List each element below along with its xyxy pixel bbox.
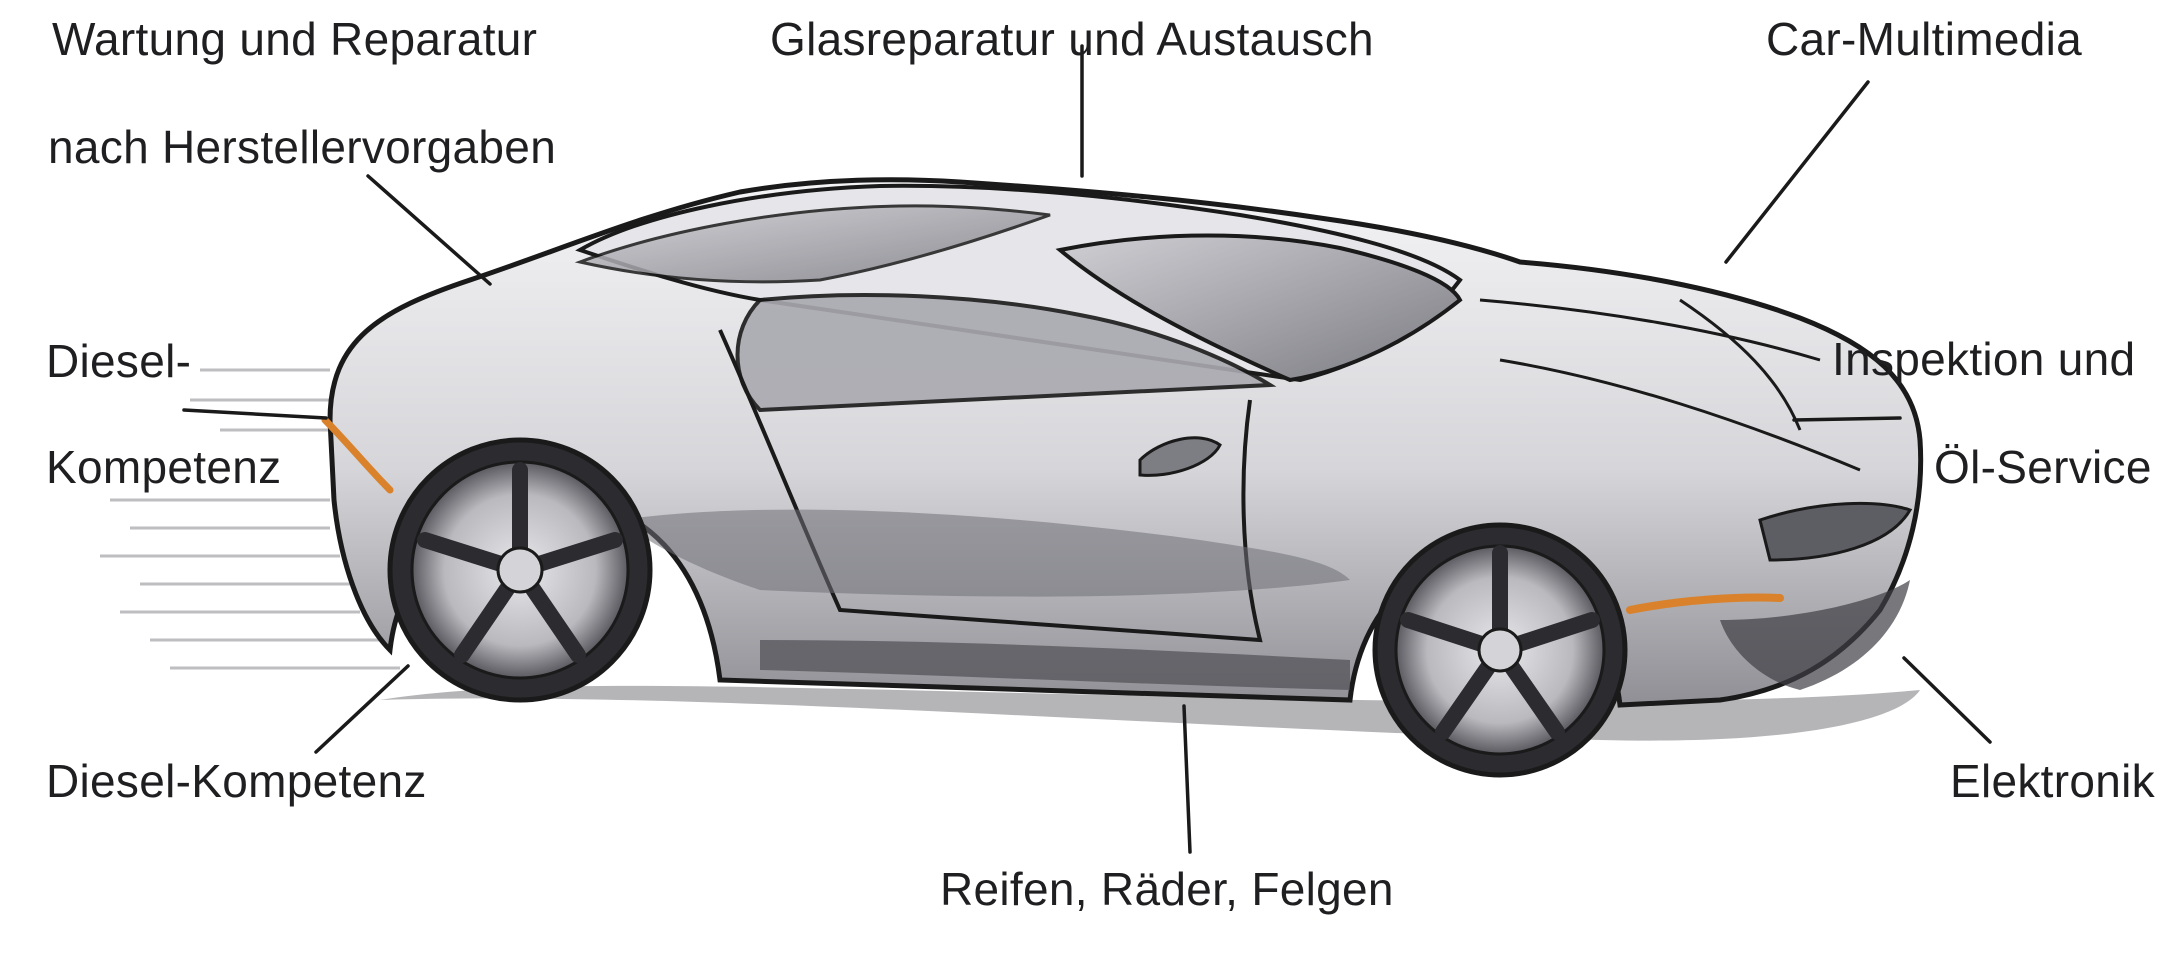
label-inspektion-line2: Öl-Service xyxy=(1934,441,2152,493)
label-wartung-line1: Wartung und Reparatur xyxy=(52,13,538,65)
label-diesel-line1: Diesel- xyxy=(46,335,192,387)
rear-window xyxy=(574,204,1051,284)
side-scallop xyxy=(620,509,1350,597)
label-car-multimedia: Car-Multimedia xyxy=(1766,13,2083,65)
label-elektronik: Elektronik xyxy=(1950,755,2155,807)
leader-diesel-top xyxy=(182,408,328,420)
hood-line xyxy=(1479,298,1861,472)
rear-wheel xyxy=(387,437,653,703)
rocker-panel xyxy=(760,640,1350,690)
front-wheel xyxy=(1372,522,1628,778)
label-glasreparatur: Glasreparatur und Austausch xyxy=(770,13,1374,65)
front-grille xyxy=(1720,580,1910,690)
label-diesel-line2: Kompetenz xyxy=(46,441,282,493)
rear-light xyxy=(321,416,394,494)
leader-reifen xyxy=(1182,704,1192,854)
label-diesel-kompetenz: Diesel-Kompetenz xyxy=(46,755,427,807)
door-outline xyxy=(718,329,1263,643)
leader-inspektion xyxy=(1792,416,1902,422)
motion-streaks xyxy=(100,368,400,670)
label-reifen-raeder-felgen: Reifen, Räder, Felgen xyxy=(940,863,1394,915)
headlight xyxy=(1758,501,1913,562)
label-inspektion-line1: Inspektion und xyxy=(1832,333,2136,385)
leader-lines xyxy=(182,44,1992,854)
windshield xyxy=(1055,233,1463,383)
door-handle xyxy=(1138,436,1222,477)
leader-diesel-bottom xyxy=(314,664,410,754)
leader-elektronik xyxy=(1902,656,1992,744)
leader-wartung xyxy=(366,174,492,286)
label-wartung-line2: nach Herstellervorgaben xyxy=(48,121,557,173)
leader-multimedia xyxy=(1724,80,1870,264)
front-indicator xyxy=(1626,593,1784,614)
